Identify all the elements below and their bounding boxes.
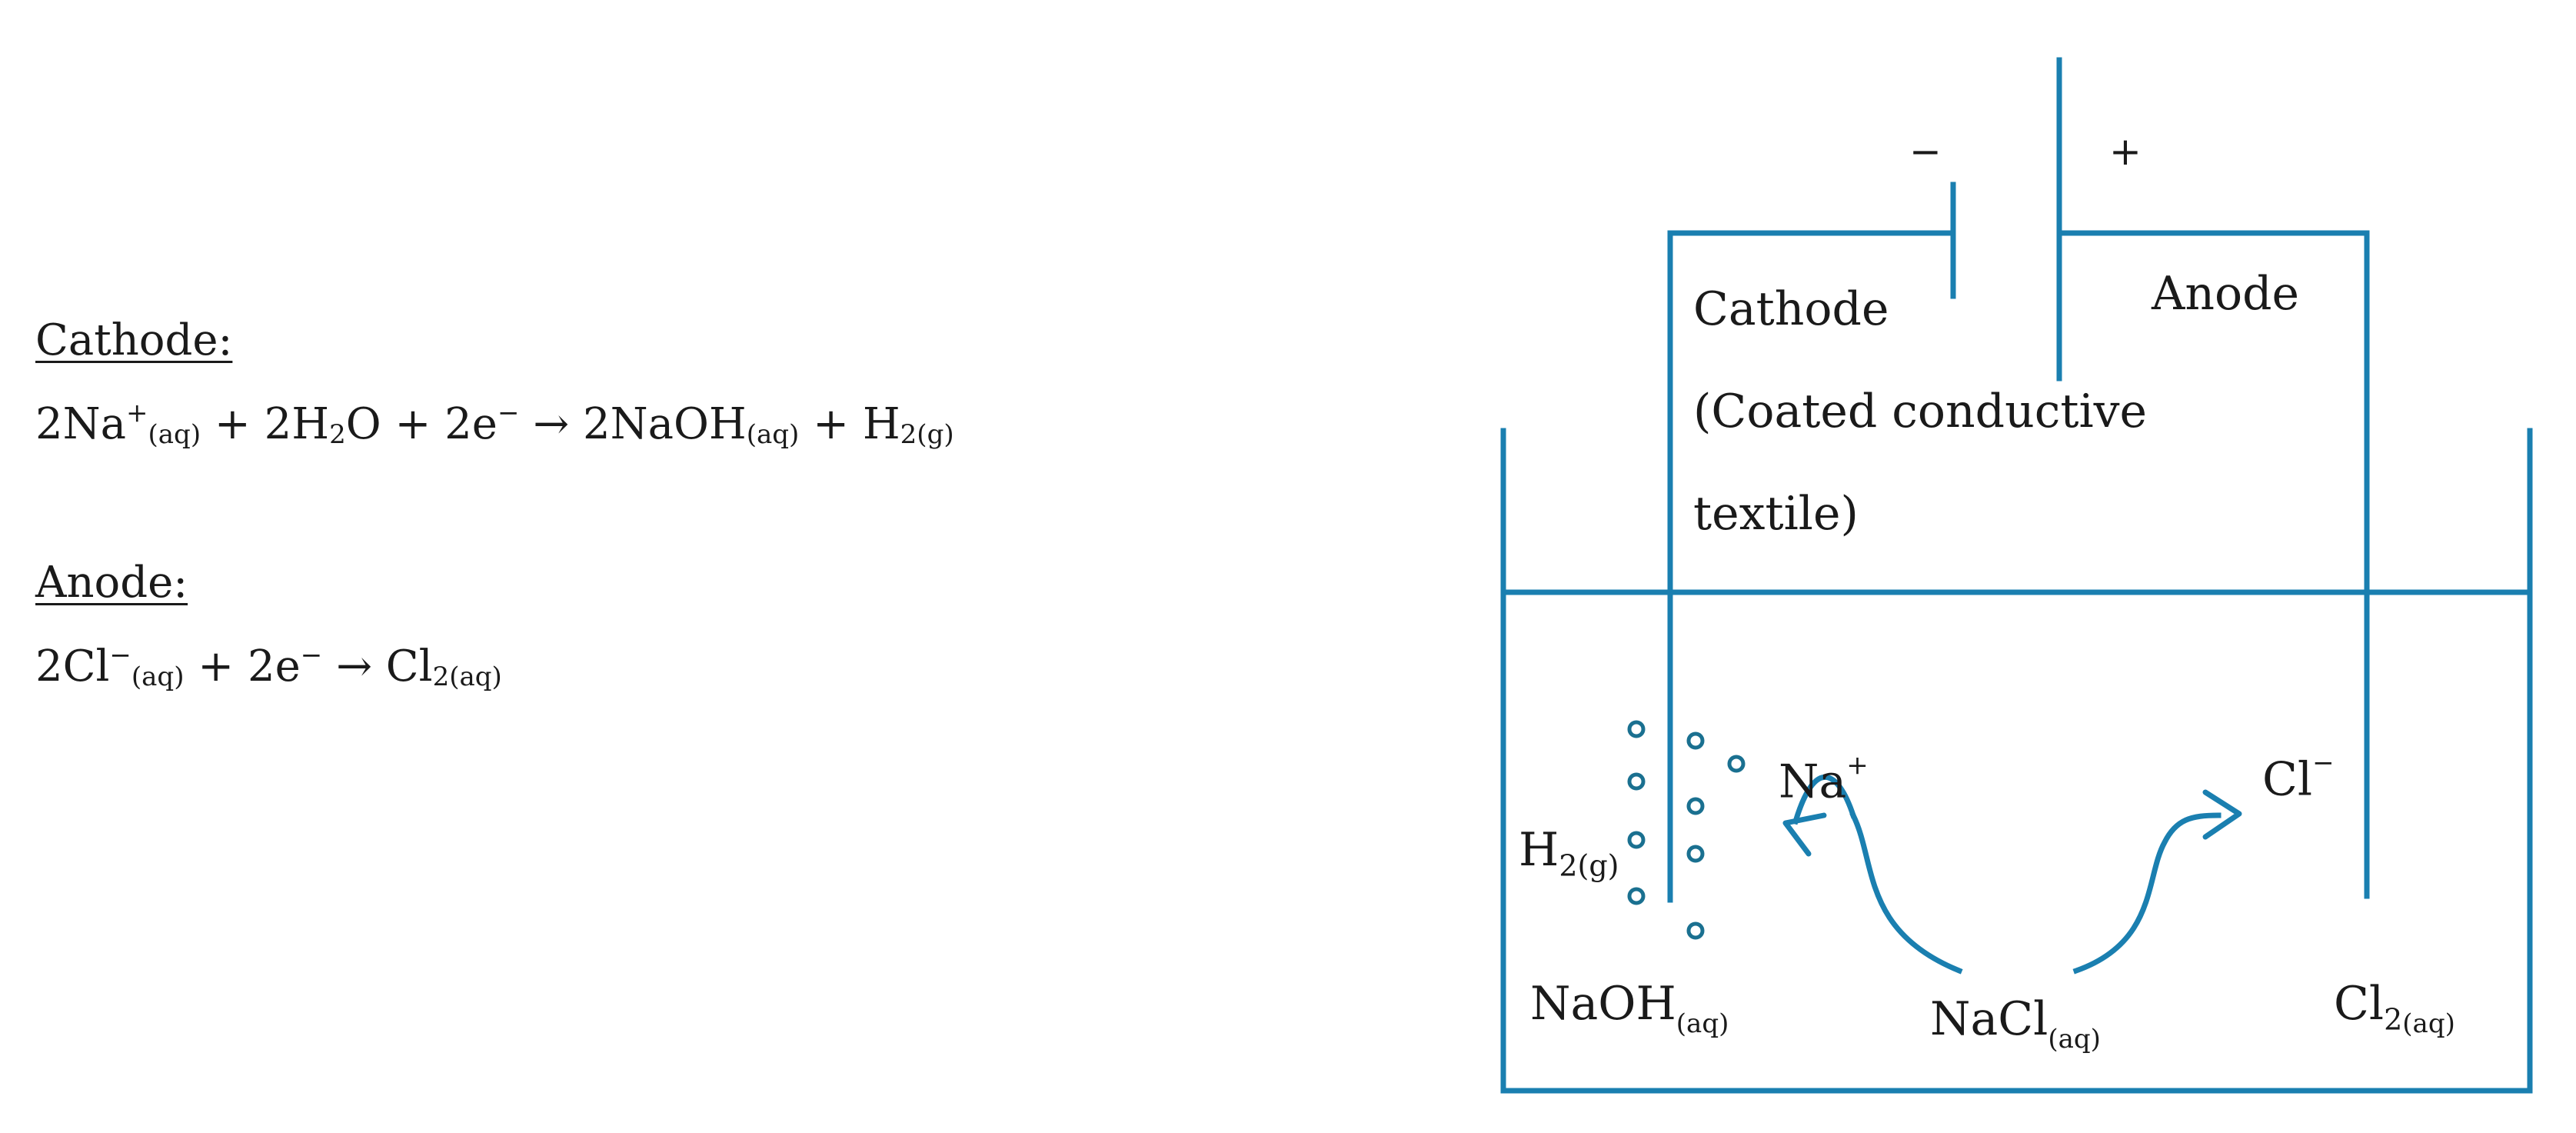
cl-arrowhead: [2202, 789, 2242, 840]
bubble: [1686, 845, 1705, 863]
positive-terminal-sign: +: [2109, 129, 2142, 174]
bubble: [1686, 921, 1705, 940]
chloride-ion-label: Cl−: [2262, 748, 2335, 807]
cathode-heading: Cathode:: [35, 315, 233, 365]
anode-heading: Anode:: [35, 558, 188, 608]
cathode-equation: 2Na+(aq) + 2H2O + 2e− → 2NaOH(aq) + H2(g…: [35, 398, 954, 451]
na-arrowhead: [1782, 812, 1827, 857]
sodium-chloride-label: NaCl(aq): [1930, 992, 2101, 1055]
cathode-desc-line1: (Coated conductive: [1693, 385, 2148, 438]
cathode-wire: [1667, 230, 1956, 903]
reaction-arrow: →: [322, 641, 386, 692]
bubble: [1627, 887, 1646, 905]
cl-migration-arrow: [2072, 812, 2222, 975]
chlorine-aqueous-label: Cl2(aq): [2334, 977, 2455, 1039]
na-migration-arrow: [1849, 811, 1963, 975]
container-outline: [1500, 428, 2533, 1094]
na-migration-arrow-shaft: [1792, 774, 1857, 825]
cathode-label: Cathode: [1693, 282, 1889, 336]
bubble: [1627, 831, 1646, 849]
anode-label: Anode: [2152, 267, 2300, 321]
bubble: [1686, 731, 1705, 750]
hydrogen-gas-label: H2(g): [1519, 823, 1619, 883]
reaction-arrow: →: [519, 399, 583, 450]
sodium-ion-label: Na+: [1779, 750, 1869, 809]
bubble: [1627, 772, 1646, 791]
sodium-hydroxide-label: NaOH(aq): [1530, 977, 1729, 1039]
bubble: [1627, 720, 1646, 738]
anode-wire: [2056, 230, 2370, 899]
bubble: [1727, 755, 1746, 773]
hydrogen-bubbles: [1627, 720, 1746, 940]
cathode-desc-line2: textile): [1693, 487, 1859, 541]
bubble: [1686, 797, 1705, 815]
anode-equation: 2Cl−(aq) + 2e− → Cl2(aq): [35, 640, 502, 693]
negative-terminal-sign: −: [1909, 129, 1942, 174]
